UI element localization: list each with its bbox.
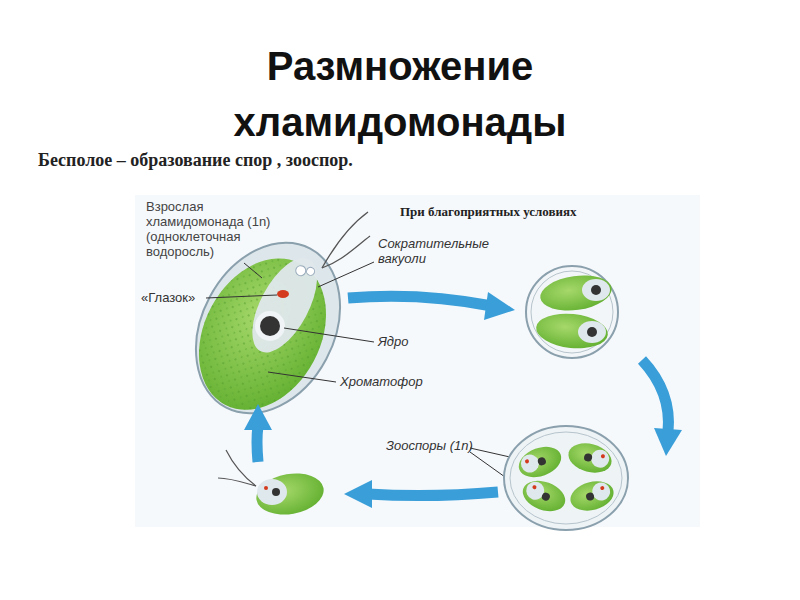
eye-spot	[277, 290, 289, 298]
condition-label: При благоприятных условиях	[400, 204, 690, 219]
part-label: Сократительные вакуоли	[378, 236, 493, 266]
part-label: Ядро	[378, 334, 438, 349]
dividing-cell	[526, 266, 618, 358]
young-cell	[218, 450, 327, 520]
zoospore-cell	[504, 426, 628, 530]
flagellum	[322, 236, 370, 268]
part-label: Хроматофор	[340, 374, 440, 389]
leader-line	[206, 262, 532, 492]
cell-label: Взрослая хламидомонада (1n) (одноклеточн…	[146, 199, 296, 259]
part-label: Зооспоры (1n)	[386, 438, 486, 453]
subtitle: Бесполое – образование спор , зооспор.	[38, 150, 598, 171]
part-label: «Глазок»	[141, 290, 211, 305]
flagellum	[322, 212, 368, 268]
title: Размножение хламидомонады	[160, 38, 640, 150]
